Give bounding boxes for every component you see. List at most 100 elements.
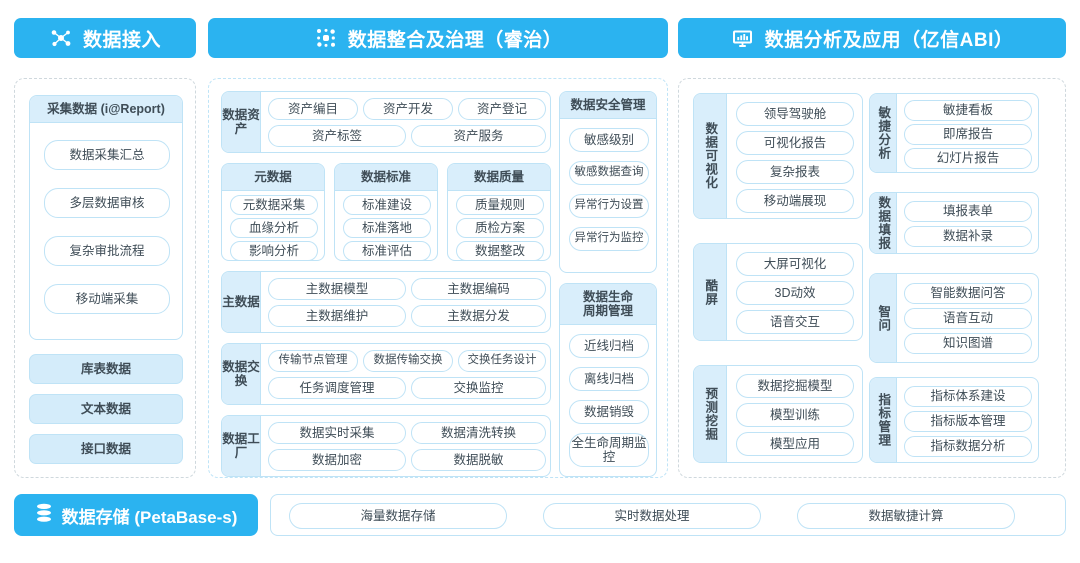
chip-sensitive-level[interactable]: 敏感级别 <box>569 128 649 152</box>
chip-data-transfer-exchange[interactable]: 数据传输交换 <box>363 350 453 372</box>
chip-model-training[interactable]: 模型训练 <box>736 403 854 427</box>
chip-source-table[interactable]: 库表数据 <box>29 354 183 384</box>
card-data-quality: 数据质量 质量规则 质检方案 数据整改 <box>447 163 551 261</box>
chip-mining-model[interactable]: 数据挖掘模型 <box>736 374 854 398</box>
section-title-ingest: 数据接入 <box>82 29 161 51</box>
card-data-lifecycle: 数据生命 周期管理 近线归档 离线归档 数据销毁 全生命周期监控 <box>559 283 657 477</box>
chip-knowledge-graph[interactable]: 知识图谱 <box>904 333 1032 354</box>
chip-data-desensitize[interactable]: 数据脱敏 <box>411 449 546 471</box>
chip-source-text[interactable]: 文本数据 <box>29 394 183 424</box>
chip-visual-report[interactable]: 可视化报告 <box>736 131 854 155</box>
chip-exchange-task-design[interactable]: 交换任务设计 <box>458 350 546 372</box>
chip-voice-interactive[interactable]: 语音互动 <box>904 308 1032 329</box>
chip-lineage-analysis[interactable]: 血缘分析 <box>230 218 318 238</box>
card-coolscreen-label: 酷屏 <box>694 244 727 340</box>
chip-offline-archive[interactable]: 离线归档 <box>569 367 649 391</box>
chip-standard-assess[interactable]: 标准评估 <box>343 241 431 261</box>
chip-collect-summary[interactable]: 数据采集汇总 <box>44 140 170 170</box>
chip-data-destroy[interactable]: 数据销毁 <box>569 400 649 424</box>
section-title-govern: 数据整合及治理（睿治） <box>347 29 563 51</box>
card-data-fillin: 数据填报 填报表单 数据补录 <box>869 192 1039 254</box>
card-smart-ask: 智问 智能数据问答 语音互动 知识图谱 <box>869 273 1039 363</box>
chip-leader-cockpit[interactable]: 领导驾驶舱 <box>736 102 854 126</box>
chip-anomaly-monitor[interactable]: 异常行为监控 <box>569 227 649 251</box>
card-metadata: 元数据 元数据采集 血缘分析 影响分析 <box>221 163 325 261</box>
card-visualization: 数据可视化 领导驾驶舱 可视化报告 复杂报表 移动端展现 <box>693 93 863 219</box>
card-data-standard-title: 数据标准 <box>335 164 437 191</box>
chip-full-lifecycle-monitor[interactable]: 全生命周期监控 <box>569 433 649 467</box>
lifecycle-title-line2: 周期管理 <box>582 304 633 318</box>
card-metrics-mgmt: 指标管理 指标体系建设 指标版本管理 指标数据分析 <box>869 377 1039 463</box>
card-data-factory-label: 数据工厂 <box>222 416 261 476</box>
chip-anomaly-setting[interactable]: 异常行为设置 <box>569 194 649 218</box>
chip-impact-analysis[interactable]: 影响分析 <box>230 241 318 261</box>
card-data-lifecycle-title: 数据生命 周期管理 <box>560 284 656 325</box>
card-data-fillin-label: 数据填报 <box>870 193 897 253</box>
card-data-security: 数据安全管理 敏感级别 敏感数据查询 异常行为设置 异常行为监控 <box>559 91 657 273</box>
storage-title: 数据存储 (PetaBase-s) <box>61 507 238 527</box>
chip-voice-interaction[interactable]: 语音交互 <box>736 310 854 334</box>
chip-realtime-collect[interactable]: 数据实时采集 <box>268 422 406 444</box>
chip-master-distribute[interactable]: 主数据分发 <box>411 305 546 327</box>
section-title-analysis: 数据分析及应用（亿信ABI） <box>764 29 1014 51</box>
chip-clean-transform[interactable]: 数据清洗转换 <box>411 422 546 444</box>
chip-source-api[interactable]: 接口数据 <box>29 434 183 464</box>
monitor-chart-icon <box>731 26 755 50</box>
chip-mobile-display[interactable]: 移动端展现 <box>736 189 854 213</box>
chip-data-rectify[interactable]: 数据整改 <box>456 241 544 261</box>
chip-sensitive-query[interactable]: 敏感数据查询 <box>569 161 649 185</box>
storage-title-pill[interactable]: 数据存储 (PetaBase-s) <box>14 494 258 536</box>
card-data-quality-title: 数据质量 <box>448 164 550 191</box>
card-data-factory: 数据工厂 数据实时采集 数据清洗转换 数据加密 数据脱敏 <box>221 415 551 477</box>
chip-asset-catalog[interactable]: 资产编目 <box>268 98 358 120</box>
chip-realtime-processing[interactable]: 实时数据处理 <box>543 503 761 529</box>
chip-exchange-monitor[interactable]: 交换监控 <box>411 377 546 399</box>
chip-metadata-collect[interactable]: 元数据采集 <box>230 195 318 215</box>
chip-data-encrypt[interactable]: 数据加密 <box>268 449 406 471</box>
chip-3d-effects[interactable]: 3D动效 <box>736 281 854 305</box>
chip-master-model[interactable]: 主数据模型 <box>268 278 406 300</box>
chip-asset-tag[interactable]: 资产标签 <box>268 125 406 147</box>
chip-mass-storage[interactable]: 海量数据存储 <box>289 503 507 529</box>
chip-fillin-form[interactable]: 填报表单 <box>904 201 1032 222</box>
chip-mobile-collect[interactable]: 移动端采集 <box>44 284 170 314</box>
chip-bigscreen-visual[interactable]: 大屏可视化 <box>736 252 854 276</box>
chip-slide-report[interactable]: 幻灯片报告 <box>904 148 1032 169</box>
section-header-govern[interactable]: 数据整合及治理（睿治） <box>208 18 668 58</box>
card-master-data-label: 主数据 <box>222 272 261 332</box>
chip-nearline-archive[interactable]: 近线归档 <box>569 334 649 358</box>
chip-smart-qa[interactable]: 智能数据问答 <box>904 283 1032 304</box>
chip-metric-system-build[interactable]: 指标体系建设 <box>904 386 1032 407</box>
card-collect-data: 采集数据 (i@Report) 数据采集汇总 多层数据审核 复杂审批流程 移动端… <box>29 95 183 340</box>
chip-approval-flow[interactable]: 复杂审批流程 <box>44 236 170 266</box>
chip-standard-build[interactable]: 标准建设 <box>343 195 431 215</box>
chip-agile-computing[interactable]: 数据敏捷计算 <box>797 503 1015 529</box>
chip-task-schedule-mgmt[interactable]: 任务调度管理 <box>268 377 406 399</box>
section-header-ingest[interactable]: 数据接入 <box>14 18 196 58</box>
chip-agile-board[interactable]: 敏捷看板 <box>904 100 1032 121</box>
chip-complex-report[interactable]: 复杂报表 <box>736 160 854 184</box>
chip-adhoc-report[interactable]: 即席报告 <box>904 124 1032 145</box>
chip-metric-data-analysis[interactable]: 指标数据分析 <box>904 436 1032 457</box>
storage-items-box: 海量数据存储 实时数据处理 数据敏捷计算 <box>270 494 1066 536</box>
chip-standard-landing[interactable]: 标准落地 <box>343 218 431 238</box>
panel-analysis: 数据可视化 领导驾驶舱 可视化报告 复杂报表 移动端展现 酷屏 大屏可视化 3D… <box>678 78 1066 478</box>
chip-asset-register[interactable]: 资产登记 <box>458 98 546 120</box>
chip-asset-develop[interactable]: 资产开发 <box>363 98 453 120</box>
chip-multilevel-audit[interactable]: 多层数据审核 <box>44 188 170 218</box>
chip-master-code[interactable]: 主数据编码 <box>411 278 546 300</box>
chip-quality-rule[interactable]: 质量规则 <box>456 195 544 215</box>
chip-quality-plan[interactable]: 质检方案 <box>456 218 544 238</box>
chip-master-maintain[interactable]: 主数据维护 <box>268 305 406 327</box>
lifecycle-title-line1: 数据生命 <box>582 289 633 304</box>
chip-transfer-node-mgmt[interactable]: 传输节点管理 <box>268 350 358 372</box>
nodes-network-icon <box>49 26 73 50</box>
chip-data-supplement[interactable]: 数据补录 <box>904 226 1032 247</box>
chip-model-application[interactable]: 模型应用 <box>736 432 854 456</box>
section-header-analysis[interactable]: 数据分析及应用（亿信ABI） <box>678 18 1066 58</box>
chip-asset-service[interactable]: 资产服务 <box>411 125 546 147</box>
chip-metric-version-mgmt[interactable]: 指标版本管理 <box>904 411 1032 432</box>
panel-ingest: 采集数据 (i@Report) 数据采集汇总 多层数据审核 复杂审批流程 移动端… <box>14 78 196 478</box>
card-data-exchange-label: 数据交换 <box>222 344 261 404</box>
